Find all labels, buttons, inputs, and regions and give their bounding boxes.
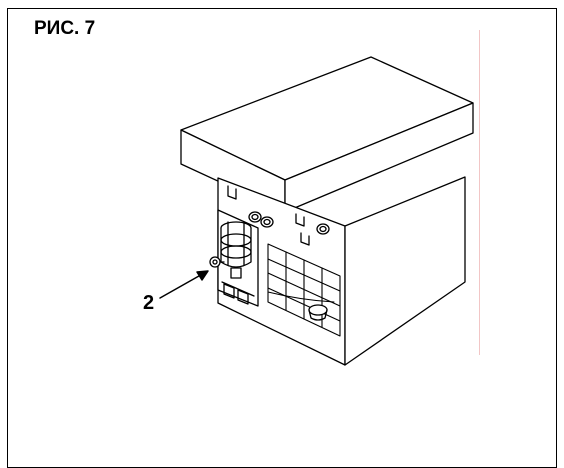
mounting-brackets xyxy=(227,185,310,246)
unit-drawing xyxy=(159,56,474,366)
lid xyxy=(180,56,474,213)
callout-arrow xyxy=(159,270,209,299)
callout-label-2: 2 xyxy=(143,292,155,314)
drain-valve xyxy=(209,256,225,268)
drain-bowl xyxy=(308,304,328,321)
filter-housing xyxy=(220,221,252,279)
figure-title: РИС. 7 xyxy=(34,18,96,39)
margin-guide-line xyxy=(479,30,480,355)
pipe-fittings xyxy=(248,211,330,235)
